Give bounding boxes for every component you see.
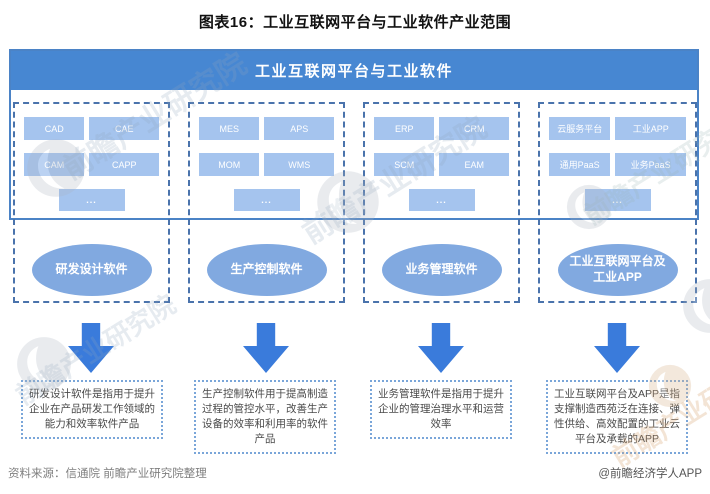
software-box: CRM (439, 117, 509, 140)
description-production-control: 生产控制软件用于提高制造过程的管控水平，改善生产设备的效率和利用率的软件产品 (194, 380, 336, 454)
software-box: CAM (24, 153, 85, 176)
category-ellipse-rnd-design: 研发设计软件 (31, 244, 152, 296)
diagram-header: 工业互联网平台与工业软件 (11, 51, 697, 90)
page-title: 图表16：工业互联网平台与工业软件产业范围 (198, 14, 512, 31)
software-box-grid: MES APS MOM WMS ... (199, 117, 334, 211)
software-box: CAE (89, 117, 159, 140)
software-box: 通用PaaS (549, 153, 611, 176)
more-box: ... (58, 189, 125, 211)
column-iiot-platform: 云服务平台 工业APP 通用PaaS 业务PaaS ... 工业互联网平台及工业… (538, 102, 697, 303)
category-ellipse-iiot-platform: 工业互联网平台及工业APP (557, 244, 678, 296)
more-box: ... (233, 189, 300, 211)
software-box-grid: 云服务平台 工业APP 通用PaaS 业务PaaS ... (549, 117, 686, 211)
more-box: ... (584, 189, 651, 211)
category-ellipse-business-management: 业务管理软件 (381, 244, 502, 296)
description-business-management: 业务管理软件是指用于提升企业的管理治理水平和运营效率 (370, 380, 512, 439)
software-box: 业务PaaS (615, 153, 686, 176)
software-box: MES (199, 117, 260, 140)
source-note: 资料来源：信通院 前瞻产业研究院整理 (8, 468, 207, 480)
software-box: WMS (264, 153, 334, 176)
credit-note: @前瞻经济学人APP (598, 468, 702, 480)
software-box: CAPP (89, 153, 159, 176)
software-box: APS (264, 117, 334, 140)
more-box: ... (408, 189, 475, 211)
software-box: CAD (24, 117, 85, 140)
software-box: EAM (439, 153, 509, 176)
column-business-management: ERP CRM SCM EAM ... 业务管理软件 (363, 102, 520, 303)
down-arrow-icon (418, 323, 464, 373)
description-rnd-design: 研发设计软件是指用于提升企业在产品研发工作领域的能力和效率软件产品 (21, 380, 163, 439)
down-arrow-icon (68, 323, 114, 373)
down-arrow-icon (243, 323, 289, 373)
column-production-control: MES APS MOM WMS ... 生产控制软件 (188, 102, 345, 303)
software-box: ERP (374, 117, 435, 140)
software-box: MOM (199, 153, 260, 176)
down-arrow-icon (594, 323, 640, 373)
software-box-grid: ERP CRM SCM EAM ... (374, 117, 509, 211)
column-rnd-design: CAD CAE CAM CAPP ... 研发设计软件 (13, 102, 170, 303)
software-box-grid: CAD CAE CAM CAPP ... (24, 117, 159, 211)
description-iiot-platform: 工业互联网平台及APP是指支撑制造西苑泛在连接、弹性供给、高效配置的工业云平台及… (546, 380, 688, 454)
software-box: SCM (374, 153, 435, 176)
category-ellipse-production-control: 生产控制软件 (206, 244, 327, 296)
software-box: 云服务平台 (549, 117, 611, 140)
software-box: 工业APP (615, 117, 686, 140)
